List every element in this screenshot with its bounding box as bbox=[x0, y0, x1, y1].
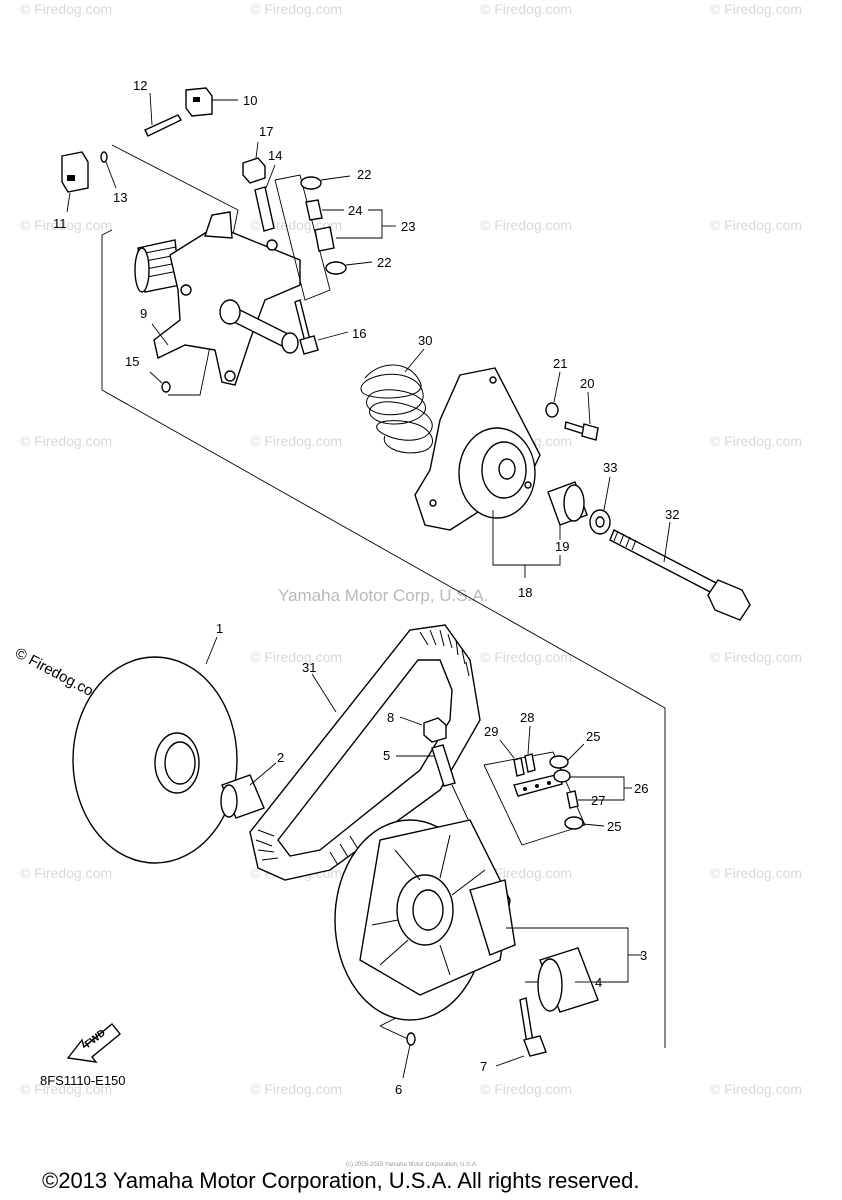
part-31-drive-belt bbox=[249, 624, 481, 881]
watermark: © Firedog.com bbox=[480, 649, 572, 665]
part-9-spider-hub bbox=[134, 211, 301, 386]
callout-6: 6 bbox=[395, 1082, 402, 1097]
watermark: © Firedog.com bbox=[20, 1, 112, 17]
callout-28: 28 bbox=[520, 710, 534, 725]
part-16-bolt bbox=[294, 299, 349, 355]
callout-11: 11 bbox=[53, 216, 67, 231]
watermark: © Firedog.com bbox=[710, 1081, 802, 1097]
part-17-nut bbox=[242, 141, 266, 184]
watermark: © Firedog.com bbox=[480, 217, 572, 233]
callout-8: 8 bbox=[387, 710, 394, 725]
callout-27: 27 bbox=[591, 793, 605, 808]
watermark: © Firedog.com bbox=[710, 433, 802, 449]
callout-20: 20 bbox=[580, 376, 594, 391]
callout-29: 29 bbox=[484, 724, 498, 739]
callout-33: 33 bbox=[603, 460, 617, 475]
callout-5: 5 bbox=[383, 748, 390, 763]
callout-19: 19 bbox=[555, 539, 569, 554]
watermark: © Firedog.com bbox=[20, 217, 112, 233]
callout-22-top: 22 bbox=[357, 167, 371, 182]
callout-21: 21 bbox=[553, 356, 567, 371]
part-15-pin bbox=[149, 371, 171, 393]
part-19-bushing bbox=[547, 481, 588, 540]
part-18-spring-seat bbox=[414, 367, 541, 531]
watermark: © Firedog.com bbox=[250, 1, 342, 17]
watermark: © Firedog.com bbox=[480, 1, 572, 17]
copyright-notice: ©2013 Yamaha Motor Corporation, U.S.A. A… bbox=[42, 1168, 639, 1193]
part-21-washer bbox=[545, 371, 561, 418]
callout-22-bottom: 22 bbox=[377, 255, 391, 270]
watermark: © Firedog.com bbox=[710, 1, 802, 17]
watermark: © Firedog.com bbox=[480, 865, 572, 881]
part-6-pin bbox=[402, 1032, 416, 1079]
part-32-long-bolt bbox=[609, 521, 751, 621]
callout-18-bracket bbox=[492, 510, 561, 578]
callout-14: 14 bbox=[268, 148, 282, 163]
callout-12: 12 bbox=[133, 78, 147, 93]
callout-26: 26 bbox=[634, 781, 648, 796]
callout-7: 7 bbox=[480, 1059, 487, 1074]
part-20-bolt bbox=[564, 391, 599, 441]
callout-10: 10 bbox=[243, 93, 257, 108]
watermark: © Firedog.com bbox=[710, 217, 802, 233]
callout-9: 9 bbox=[140, 306, 147, 321]
callout-31: 31 bbox=[302, 660, 316, 675]
watermark: © Firedog.com bbox=[480, 1081, 572, 1097]
callout-2: 2 bbox=[277, 750, 284, 765]
part-2-bushing bbox=[220, 762, 277, 819]
watermark: © Firedog.com bbox=[250, 649, 342, 665]
fine-print: (c) 2005-2015 Yamaha Motor Corporation, … bbox=[346, 1162, 478, 1168]
callout-25-bottom: 25 bbox=[607, 819, 621, 834]
callout-32: 32 bbox=[665, 507, 679, 522]
watermark: © Firedog.com bbox=[710, 865, 802, 881]
callout-16: 16 bbox=[352, 326, 366, 341]
part-1-fixed-sheave bbox=[72, 636, 238, 864]
callout-3: 3 bbox=[640, 948, 647, 963]
part-11-weight bbox=[61, 151, 89, 213]
center-watermark: Yamaha Motor Corp, U.S.A. bbox=[278, 586, 488, 605]
watermark-layer: © Firedog.com © Firedog.com © Firedog.co… bbox=[20, 1, 802, 1097]
diagram-code: 8FS1110-E150 bbox=[40, 1073, 126, 1088]
parts-22-24-rollers bbox=[274, 174, 396, 301]
part-13-ring bbox=[100, 151, 117, 189]
callout-13: 13 bbox=[113, 190, 127, 205]
callout-23: 23 bbox=[401, 219, 415, 234]
part-10-weight bbox=[185, 87, 238, 117]
part-8-nut bbox=[399, 716, 447, 743]
parts-25-29-weight-set bbox=[499, 725, 632, 830]
watermark: © Firedog.com bbox=[20, 433, 112, 449]
fwd-arrow-icon: FWD bbox=[66, 1023, 121, 1063]
callout-30: 30 bbox=[418, 333, 432, 348]
callout-4: 4 bbox=[595, 975, 602, 990]
watermark: © Firedog.com bbox=[250, 1081, 342, 1097]
watermark: © Firedog.com bbox=[20, 865, 112, 881]
callout-18: 18 bbox=[518, 585, 532, 600]
callout-1: 1 bbox=[216, 621, 223, 636]
part-5-collar bbox=[396, 744, 456, 787]
callout-17: 17 bbox=[259, 124, 273, 139]
callout-15: 15 bbox=[125, 354, 139, 369]
part-4-bushing bbox=[537, 947, 599, 1013]
part-3-movable-sheave bbox=[334, 819, 642, 1021]
part-30-spring bbox=[360, 348, 433, 454]
part-33-washer bbox=[589, 476, 611, 535]
part-14-collar bbox=[254, 164, 276, 232]
watermark: © Firedog.com bbox=[20, 1081, 112, 1097]
callout-25-top: 25 bbox=[586, 729, 600, 744]
callout-24: 24 bbox=[348, 203, 362, 218]
watermark: © Firedog.com bbox=[250, 433, 342, 449]
part-12-pin bbox=[144, 92, 182, 137]
watermark: © Firedog.com bbox=[710, 649, 802, 665]
part-7-bolt bbox=[495, 997, 547, 1067]
